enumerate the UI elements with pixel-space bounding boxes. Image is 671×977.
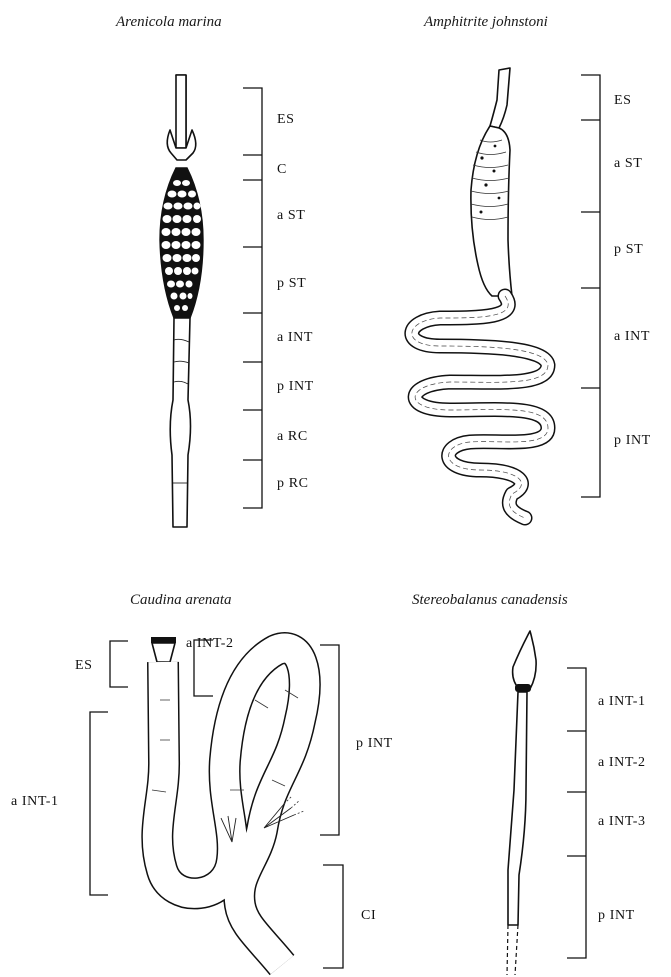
label-a-st: a ST — [277, 208, 305, 223]
label-p-int: p INT — [614, 433, 651, 448]
label-p-st: p ST — [277, 276, 306, 291]
amphitrite-gut-illustration — [412, 68, 548, 518]
label-a-int-1: a INT-1 — [11, 794, 59, 809]
label-p-int: p INT — [277, 379, 314, 394]
arenicola-region-labels: ES C a ST p ST a INT p INT a RC p RC — [277, 112, 314, 491]
panel-arenicola-marina: Arenicola marina — [115, 14, 314, 527]
stereobalanus-gut-illustration — [507, 631, 536, 975]
amphitrite-region-brackets — [581, 75, 600, 497]
label-ci: CI — [361, 908, 376, 923]
label-a-int-1: a INT-1 — [598, 694, 646, 709]
label-a-int: a INT — [277, 330, 313, 345]
label-a-rc: a RC — [277, 429, 308, 444]
label-es: ES — [614, 93, 632, 108]
panel-title-stereobalanus: Stereobalanus canadensis — [412, 592, 568, 608]
label-p-st: p ST — [614, 242, 643, 257]
label-a-int-2: a INT-2 — [186, 636, 234, 651]
stereobalanus-region-brackets — [567, 668, 586, 958]
label-a-int-2: a INT-2 — [598, 755, 646, 770]
label-es: ES — [75, 658, 93, 673]
stereobalanus-region-labels: a INT-1 a INT-2 a INT-3 p INT — [598, 694, 646, 923]
panel-title-caudina: Caudina arenata — [130, 592, 232, 608]
panel-title-arenicola: Arenicola marina — [115, 14, 222, 30]
panel-title-amphitrite: Amphitrite johnstoni — [423, 14, 548, 30]
label-p-int: p INT — [598, 908, 635, 923]
caudina-gut-illustration — [151, 637, 305, 965]
label-es: ES — [277, 112, 295, 127]
label-p-int: p INT — [356, 736, 393, 751]
label-a-st: a ST — [614, 156, 642, 171]
label-a-int-3: a INT-3 — [598, 814, 646, 829]
arenicola-region-brackets — [243, 88, 262, 508]
panel-caudina-arenata: Caudina arenata a INT-2 ES p INT a INT-1 — [11, 592, 393, 968]
panel-amphitrite-johnstoni: Amphitrite johnstoni ES a ST p ST a INT … — [412, 14, 651, 518]
amphitrite-region-labels: ES a ST p ST a INT p INT — [614, 93, 651, 448]
label-a-int: a INT — [614, 329, 650, 344]
label-c: C — [277, 162, 287, 177]
panel-stereobalanus-canadensis: Stereobalanus canadensis a INT-1 a INT-2… — [412, 592, 646, 975]
arenicola-gut-illustration — [160, 75, 203, 527]
label-p-rc: p RC — [277, 476, 309, 491]
